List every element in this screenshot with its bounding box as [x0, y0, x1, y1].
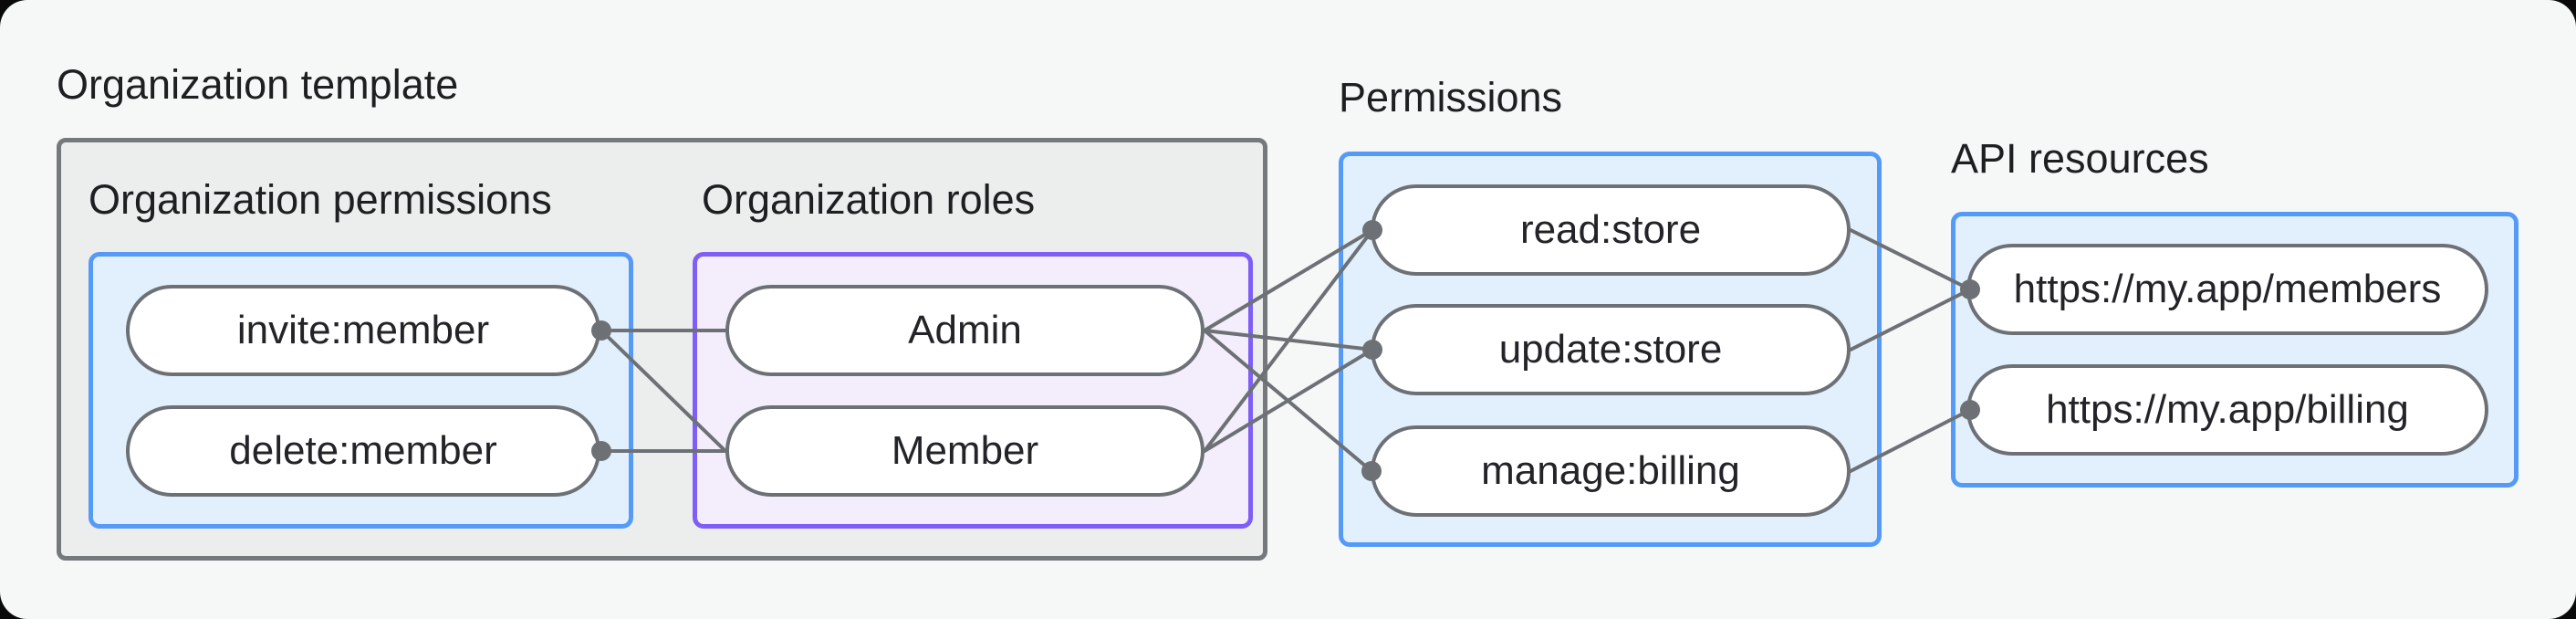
organization-template-label: Organization template	[57, 61, 459, 108]
node-read-store: read:store	[1371, 184, 1851, 276]
permissions-label: Permissions	[1339, 74, 1563, 121]
node-member-role: Member	[725, 405, 1205, 497]
node-update-store: update:store	[1371, 304, 1851, 395]
node-admin-role: Admin	[725, 285, 1205, 376]
node-invite-member: invite:member	[126, 285, 600, 376]
organization-roles-label: Organization roles	[702, 176, 1036, 223]
node-api-billing: https://my.app/billing	[1966, 364, 2488, 456]
organization-permissions-label: Organization permissions	[89, 176, 552, 223]
api-resources-label: API resources	[1951, 135, 2209, 182]
node-delete-member: delete:member	[126, 405, 600, 497]
node-manage-billing: manage:billing	[1371, 425, 1851, 517]
node-api-members: https://my.app/members	[1966, 244, 2488, 335]
